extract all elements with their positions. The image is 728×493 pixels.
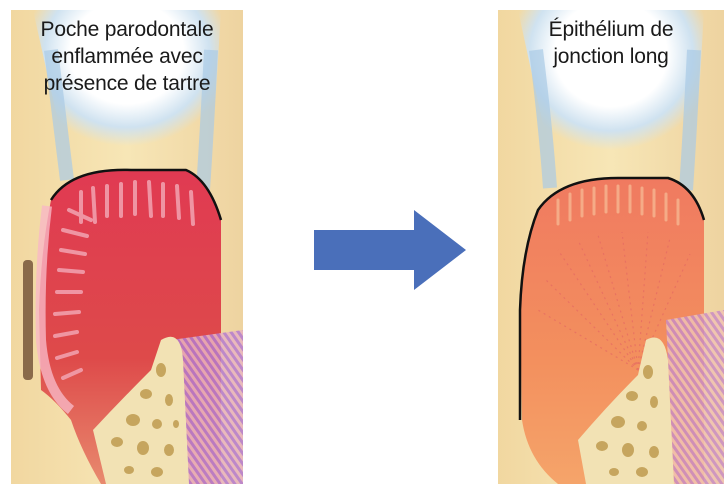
caption-line: Épithélium de [498,16,724,43]
caption-line: présence de tartre [11,70,243,97]
caption-line: Poche parodontale [11,16,243,43]
healed-epithelium-illustration [498,10,724,484]
after-panel: Épithélium de jonction long [498,10,724,484]
before-panel: Poche parodontale enflammée avec présenc… [11,10,243,484]
caption-line: jonction long [498,43,724,70]
arrow-right-icon [314,210,466,290]
root-cementum [666,310,724,484]
caption-line: enflammée avec [11,43,243,70]
calculus-deposit [23,260,33,380]
transition-arrow [310,208,470,292]
before-caption: Poche parodontale enflammée avec présenc… [11,16,243,97]
after-caption: Épithélium de jonction long [498,16,724,70]
